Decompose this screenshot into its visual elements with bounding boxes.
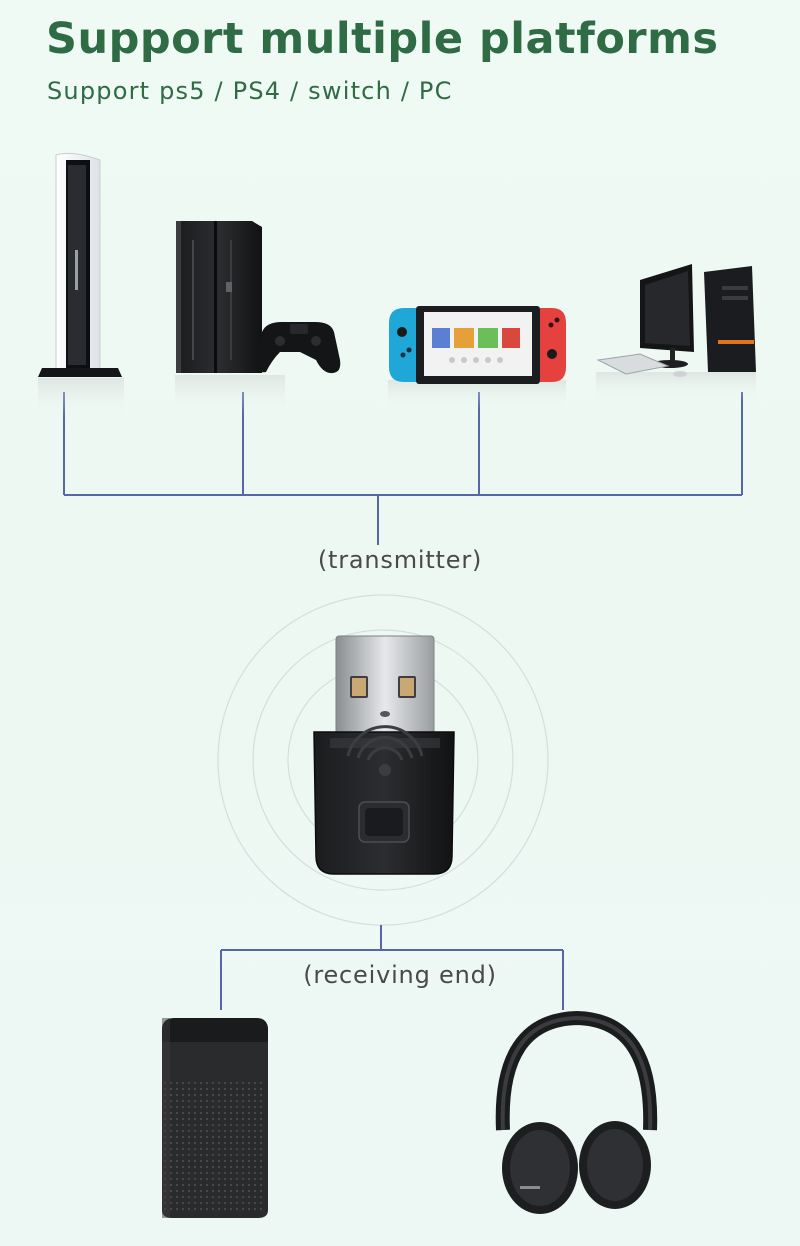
smart-speaker-image bbox=[162, 1018, 268, 1218]
desktop-pc-image bbox=[596, 264, 756, 402]
page-subtitle: Support ps5 / PS4 / switch / PC bbox=[47, 77, 453, 105]
nintendo-switch-image bbox=[388, 306, 566, 410]
ps5-console-image bbox=[38, 152, 124, 418]
page-title: Support multiple platforms bbox=[46, 14, 719, 64]
headphones-image bbox=[495, 1010, 658, 1214]
ps4-controller-image bbox=[255, 322, 341, 374]
source-connector-lines bbox=[63, 392, 743, 545]
transmitter-label: (transmitter) bbox=[317, 546, 483, 574]
usb-dongle-image bbox=[313, 635, 455, 875]
ps4-console-image bbox=[175, 221, 285, 415]
receiver-connector-lines bbox=[220, 925, 564, 1010]
receiving-end-label: (receiving end) bbox=[303, 961, 497, 989]
